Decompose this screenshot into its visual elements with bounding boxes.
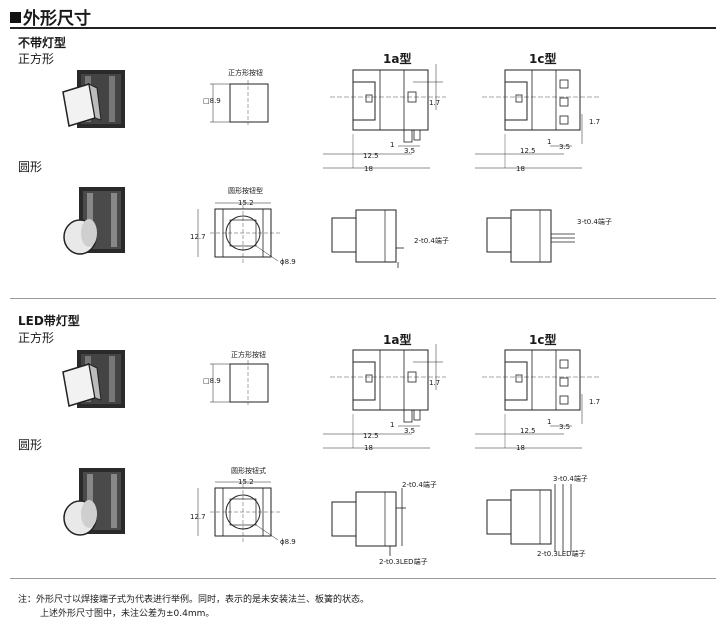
- dim-1a-12-5: 12.5: [363, 152, 379, 160]
- square-button-caption: 正方形按钮: [228, 69, 263, 77]
- col-header-1c: 1c型: [529, 52, 557, 66]
- square-switch-photo: [62, 70, 125, 128]
- dim-1a-led-18: 18: [364, 444, 373, 452]
- note-line-2: 上述外形尺寸图中，未注公差为±0.4mm。: [40, 609, 215, 619]
- dim-1a-led-12-5: 12.5: [363, 432, 379, 440]
- square-led-switch-photo: [62, 350, 125, 408]
- round-led-button-caption: 圆形按钮式: [231, 467, 266, 475]
- round-side-1a-led: [331, 488, 406, 556]
- round-led-diameter-dim: ϕ8.9: [280, 538, 296, 546]
- round-button-caption: 圆形按钮型: [228, 187, 263, 195]
- note-line-1: 注：外形尺寸以焊接端子式为代表进行举例。同时，表示的是未安装法兰、板簧的状态。: [18, 595, 370, 605]
- side-view-1c-led: [475, 349, 600, 449]
- section-divider: [10, 298, 716, 299]
- dim-1c-3-5: 3.5: [559, 143, 571, 151]
- terminal-1c-label: 3-t0.4端子: [577, 218, 612, 226]
- col-header-1a: 1a型: [383, 52, 412, 66]
- dim-1a-led-3-5: 3.5: [404, 427, 416, 435]
- dim-1c-led-3-5: 3.5: [559, 423, 571, 431]
- side-view-1a: [323, 64, 446, 169]
- side-view-1a-led: [323, 344, 446, 449]
- round-height-dim: 12.7: [190, 233, 206, 241]
- round-led-button-view: [197, 481, 280, 544]
- round-width-dim: 15.2: [238, 199, 254, 207]
- notes-divider: [10, 578, 716, 579]
- dim-1c-led-1-7: 1.7: [589, 398, 601, 406]
- led-terminal-1a-label: 2-t0.3LED端子: [379, 558, 428, 566]
- dim-1c-12-5: 12.5: [520, 147, 536, 155]
- round-led-height-dim: 12.7: [190, 513, 206, 521]
- page-title: 外形尺寸: [10, 4, 91, 29]
- dim-1a-18: 18: [364, 165, 373, 173]
- shape-label-square: 正方形: [18, 52, 55, 66]
- col-header-1a-led: 1a型: [383, 333, 412, 347]
- dim-1a-1-7: 1.7: [429, 99, 441, 107]
- dim-1a-3-5: 3.5: [404, 147, 416, 155]
- led-terminal-1c-label: 2-t0.3LED端子: [537, 550, 586, 558]
- round-button-view: [197, 202, 280, 265]
- dim-1a-led-1-7: 1.7: [429, 379, 441, 387]
- round-diameter-dim: ϕ8.9: [280, 258, 296, 266]
- dim-1a-led-1: 1: [390, 421, 395, 429]
- section-title-no-lamp: 不带灯型: [18, 36, 67, 50]
- terminal-1a-led-top-label: 2-t0.4端子: [402, 481, 437, 489]
- dim-1c-1-7: 1.7: [589, 118, 601, 126]
- dim-1c-1: 1: [547, 138, 552, 146]
- terminal-1a-label: 2-t0.4端子: [414, 237, 449, 245]
- round-led-width-dim: 15.2: [238, 478, 254, 486]
- square-led-button-view: [210, 360, 269, 405]
- square-bullet-icon: [10, 12, 21, 23]
- title-bar: 外形尺寸: [10, 3, 716, 29]
- dim-1c-led-18: 18: [516, 444, 525, 452]
- shape-label-round: 圆形: [18, 160, 43, 174]
- square-led-side-dim: □8.9: [203, 377, 221, 385]
- dim-1c-led-1: 1: [547, 418, 552, 426]
- dim-1c-led-12-5: 12.5: [520, 427, 536, 435]
- round-switch-photo: [63, 187, 125, 255]
- square-led-button-caption: 正方形按钮: [231, 351, 266, 359]
- square-button-view: [210, 80, 269, 125]
- square-side-dim: □8.9: [203, 97, 221, 105]
- shape-label-square-led: 正方形: [18, 331, 55, 345]
- shape-label-round-led: 圆形: [18, 438, 43, 452]
- round-side-1c: [486, 209, 575, 263]
- section-title-led: LED带灯型: [18, 314, 80, 328]
- round-led-switch-photo: [63, 468, 125, 536]
- round-side-1c-led: [486, 484, 572, 552]
- col-header-1c-led: 1c型: [529, 333, 557, 347]
- round-side-1a: [331, 209, 404, 268]
- dim-1a-1: 1: [390, 141, 395, 149]
- side-view-1c: [475, 69, 600, 169]
- terminal-1c-led-top-label: 3-t0.4端子: [553, 475, 588, 483]
- dim-1c-18: 18: [516, 165, 525, 173]
